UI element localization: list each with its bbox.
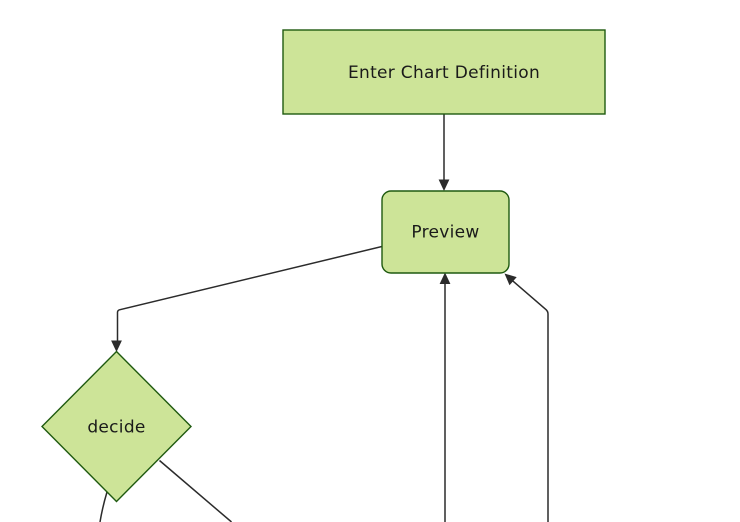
node-decide: decide	[41, 350, 192, 503]
edge-decide-to-bottom-left	[99, 491, 108, 522]
edge-bottom-right-to-preview	[512, 280, 549, 522]
node-decide-label: decide	[87, 418, 145, 438]
node-preview-label: Preview	[411, 223, 479, 243]
node-decide-shape	[41, 350, 192, 503]
arrowhead-bottom-right-to-preview-icon	[504, 273, 517, 286]
arrowhead-preview-to-decide-icon	[111, 340, 122, 352]
edge-layer	[99, 114, 549, 522]
edge-preview-to-decide	[116, 245, 383, 342]
arrowhead-bottom-to-preview-icon	[439, 272, 451, 284]
node-enter-chart-definition: Enter Chart Definition	[282, 29, 606, 115]
node-preview: Preview	[381, 190, 510, 274]
node-enter-chart-definition-label: Enter Chart Definition	[348, 63, 540, 83]
node-preview-shape	[381, 190, 510, 274]
arrowhead-enter-to-preview-icon	[438, 179, 450, 191]
node-enter-chart-definition-shape	[282, 29, 606, 115]
edge-decide-to-bottom-right	[159, 459, 232, 522]
